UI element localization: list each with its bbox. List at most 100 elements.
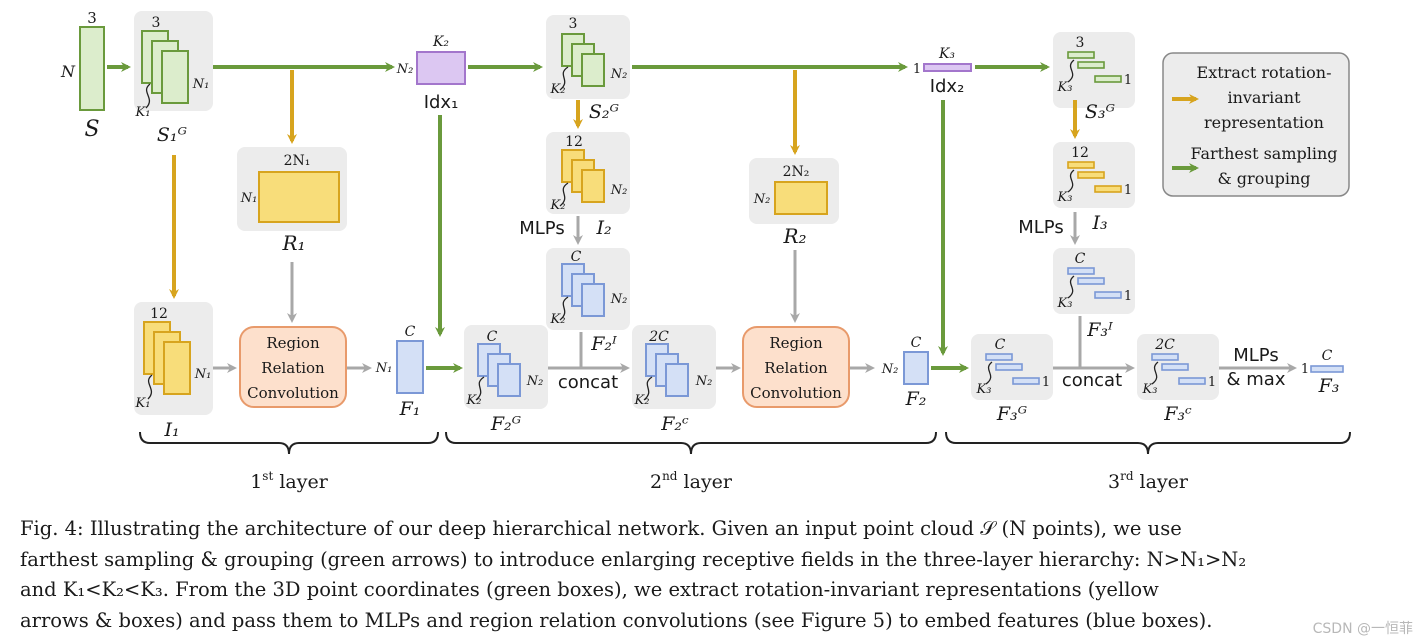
F3G-feature-stack: C 1 K₃ F₃ᴳ	[976, 337, 1051, 425]
brace-layer-3	[945, 431, 1351, 455]
caption-line-1: Fig. 4: Illustrating the architecture of…	[20, 517, 1182, 540]
dim-K3-label: K₃	[976, 382, 992, 397]
dim-N1-label: N₁	[375, 361, 393, 376]
green-arrows	[107, 62, 1050, 373]
dim-N1-label: N₁	[240, 191, 258, 206]
dim-1-label: 1	[1124, 73, 1132, 88]
dim-2C-label: 2C	[1154, 337, 1175, 353]
I1-invariant-stack: 12 N₁ K₁ I₁	[135, 306, 212, 441]
R2-relation-box: 2N₂ N₂ R₂	[753, 164, 828, 248]
F3-label: F₃	[1318, 375, 1340, 397]
dim-3-label: 3	[569, 16, 578, 32]
S1G-label: S₁ᴳ	[157, 124, 188, 146]
max-pool-label: & max	[1227, 369, 1286, 390]
dim-K2-label: K₂	[550, 312, 566, 327]
dim-K1-label: K₁	[135, 105, 151, 120]
mlps-label-final: MLPs	[1233, 345, 1278, 366]
layer-3-label: 3rd layer	[1108, 469, 1189, 493]
dim-N-label: N	[60, 62, 76, 81]
S-label: S	[84, 117, 99, 142]
dim-3-label: 3	[152, 15, 161, 31]
dim-C-label: C	[1322, 348, 1333, 364]
dim-N2-label: N₂	[881, 362, 899, 377]
dim-C-label: C	[995, 337, 1006, 353]
dim-N1-label: N₁	[194, 367, 212, 382]
dim-K2-label: K₂	[550, 82, 566, 97]
svg-text:representation: representation	[1204, 113, 1324, 132]
R2-label: R₂	[782, 224, 806, 248]
dim-C-label: C	[487, 329, 498, 345]
Idx1-label: Idx₁	[424, 92, 459, 113]
layer-braces	[139, 431, 1351, 455]
yellow-arrows	[169, 70, 1080, 299]
I2-label: I₂	[595, 217, 611, 239]
Idx1-index-box: K₂ N₂ Idx₁	[396, 34, 466, 113]
dim-K3-label: K₃	[1142, 382, 1158, 397]
layer-2-label: 2nd layer	[650, 469, 733, 493]
F3C-label: F₃ᶜ	[1163, 403, 1192, 425]
dim-2N1-label: 2N₁	[284, 153, 311, 169]
figure-caption: Fig. 4: Illustrating the architecture of…	[20, 514, 1398, 636]
input-point-cloud-box: 3 N S	[60, 9, 105, 142]
S3G-label: S₃ᴳ	[1085, 101, 1116, 123]
S2G-label: S₂ᴳ	[589, 101, 620, 123]
mlps-label: MLPs	[1018, 217, 1063, 238]
svg-text:Relation: Relation	[764, 359, 828, 377]
dim-1-label: 1	[1301, 362, 1309, 377]
dim-1-label: 1	[1208, 375, 1216, 390]
I3-label: I₃	[1091, 212, 1107, 234]
F1-label: F₁	[399, 398, 421, 420]
svg-text:invariant: invariant	[1227, 88, 1301, 107]
dim-K3-label: K₃	[938, 46, 955, 62]
F3G-label: F₃ᴳ	[996, 403, 1028, 425]
dim-C-label: C	[571, 249, 582, 265]
Idx2-label: Idx₂	[930, 76, 965, 97]
F2-feature-box: C N₂ F₂	[881, 335, 929, 410]
mlps-label: MLPs	[519, 218, 564, 239]
brace-layer-1	[139, 431, 439, 455]
F2C-label: F₂ᶜ	[660, 413, 689, 435]
legend-box: Extract rotation- invariant representati…	[1162, 52, 1350, 197]
R1-relation-box: 2N₁ N₁ R₁	[240, 153, 340, 255]
dim-12-label: 12	[1071, 145, 1089, 161]
dim-K1-label: K₁	[135, 396, 151, 411]
dim-C-label: C	[405, 324, 416, 340]
dim-1-label: 1	[913, 62, 921, 77]
dim-1-label: 1	[1124, 183, 1132, 198]
svg-text:Extract rotation-: Extract rotation-	[1197, 63, 1332, 82]
F3-output-box: C 1 F₃	[1301, 348, 1344, 397]
dim-N2-label: N₂	[396, 62, 414, 77]
dim-N2-label: N₂	[526, 374, 544, 389]
svg-text:Relation: Relation	[261, 359, 325, 377]
brace-layer-2	[445, 431, 937, 455]
layer-1-label: 1st layer	[250, 469, 329, 493]
dim-N2-label: N₂	[610, 67, 628, 82]
dim-N2-label: N₂	[753, 192, 771, 207]
concat-label-2: concat	[558, 372, 618, 393]
caption-line-3: and K₁<K₂<K₃. From the 3D point coordina…	[20, 578, 1159, 601]
dim-N2-label: N₂	[610, 292, 628, 307]
dim-K3-label: K₃	[1057, 80, 1073, 95]
dim-N2-label: N₂	[695, 374, 713, 389]
dim-3-label: 3	[87, 9, 97, 27]
F2G-label: F₂ᴳ	[490, 413, 522, 435]
caption-line-2: farthest sampling & grouping (green arro…	[20, 547, 1247, 571]
R1-label: R₁	[281, 231, 305, 255]
I3-invariant-stack: 12 1 K₃ MLPs I₃	[1018, 145, 1132, 238]
dim-C-label: C	[911, 335, 922, 351]
F2I-feature-stack: C N₂ K₂ F₂ᴵ	[550, 249, 628, 355]
svg-text:Region: Region	[266, 334, 320, 352]
F3C-feature-stack: 2C 1 K₃ F₃ᶜ	[1142, 337, 1217, 425]
dim-N1-label: N₁	[192, 77, 210, 92]
F2I-label: F₂ᴵ	[590, 333, 617, 355]
caption-line-4: arrows & boxes) and pass them to MLPs an…	[20, 608, 1213, 632]
architecture-diagram: 3 N S 3 N₁ K₁ S₁ᴳ 2N₁ N₁ R₁ 12 N₁ K₁ I₁ …	[60, 9, 1351, 493]
F2-label: F₂	[905, 388, 927, 410]
dim-K3-label: K₃	[1057, 190, 1073, 205]
dim-2N2-label: 2N₂	[783, 164, 810, 180]
dim-K2-label: K₂	[432, 34, 449, 50]
S1G-grouped-stack: 3 N₁ K₁ S₁ᴳ	[135, 15, 210, 146]
dim-K2-label: K₂	[550, 198, 566, 213]
I2-invariant-stack: 12 N₂ K₂ MLPs I₂	[519, 134, 627, 239]
dim-12-label: 12	[150, 306, 168, 322]
